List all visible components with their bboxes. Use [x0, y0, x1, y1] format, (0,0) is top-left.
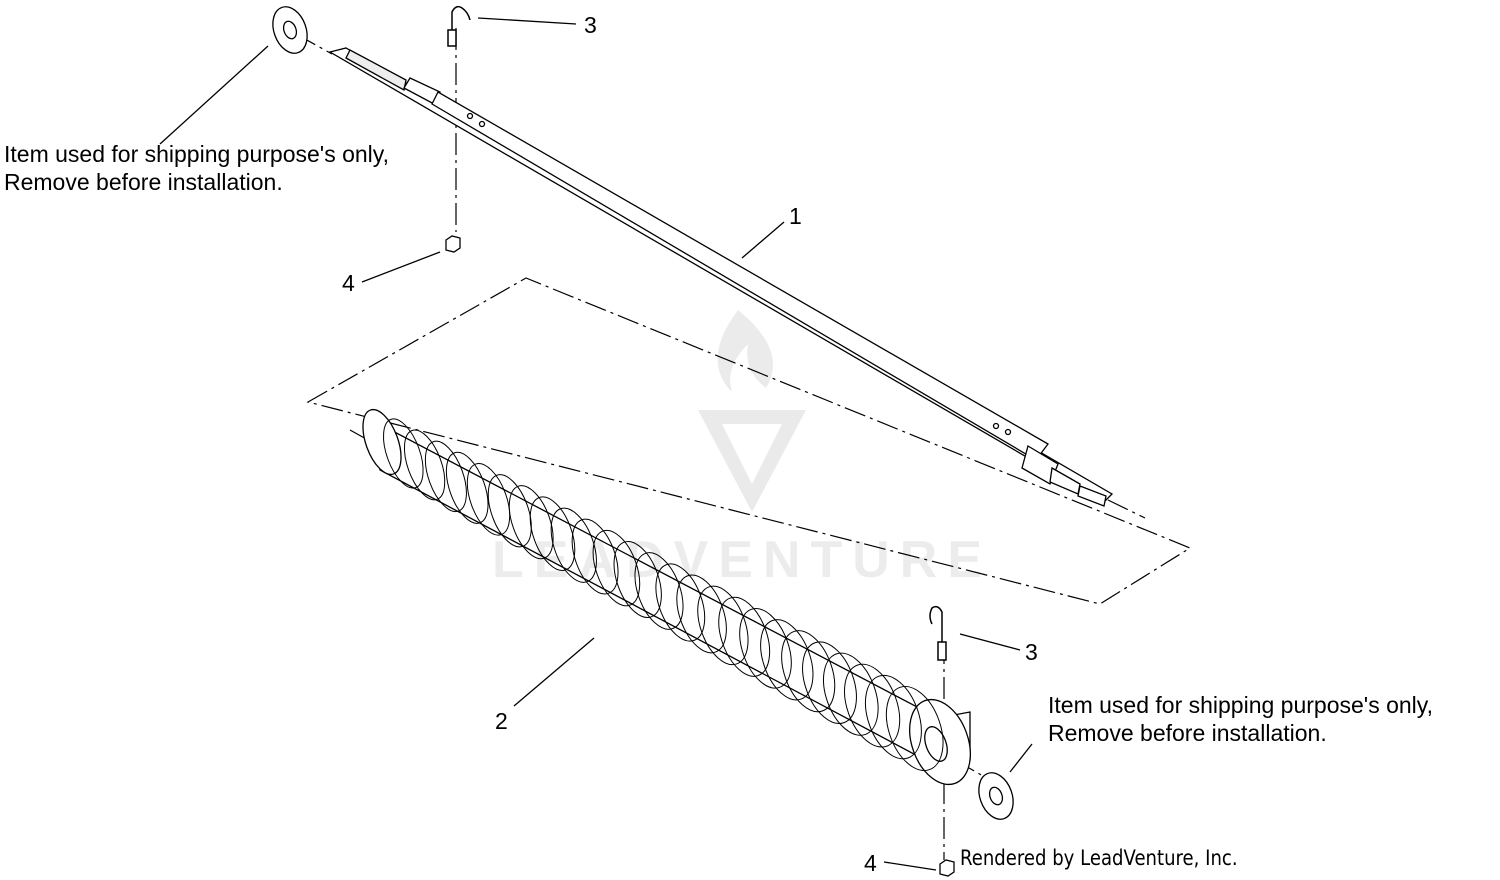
hook-part-bottom	[929, 605, 947, 661]
roller-ridge	[550, 507, 597, 583]
roller-ridge	[613, 541, 662, 618]
roller-ridge	[739, 608, 792, 689]
washer-part-top	[272, 6, 308, 54]
callout-nut-top: 4	[342, 270, 355, 296]
roller-ridge	[885, 686, 944, 771]
roller-ridge	[718, 596, 771, 677]
callout-shaft: 1	[789, 203, 802, 229]
nut-part-top	[445, 235, 461, 253]
roller-ridge	[445, 451, 489, 524]
callout-hook-bottom: 3	[1025, 639, 1038, 665]
shipping-note-bottom-right: Item used for shipping purpose's only, R…	[1048, 691, 1433, 747]
roller-ridge	[383, 418, 424, 489]
roller-ridge	[781, 630, 836, 713]
shipping-note-line1: Item used for shipping purpose's only,	[4, 141, 389, 167]
callout-hook-top: 3	[584, 12, 597, 38]
roller-ridge	[802, 641, 857, 724]
roller-ridge	[403, 429, 446, 501]
shipping-note-line2: Remove before installation.	[4, 169, 283, 195]
leader-lines	[159, 17, 1033, 871]
roller-ridge	[424, 440, 467, 513]
shipping-note-top-left: Item used for shipping purpose's only, R…	[4, 140, 389, 196]
roller-ridge	[571, 518, 619, 595]
roller-ridge	[592, 529, 641, 607]
nut-part-bottom	[939, 859, 955, 877]
callout-roller: 2	[495, 708, 508, 734]
roller-ridge	[823, 652, 879, 736]
roller-ridge	[697, 585, 749, 666]
roller-ridge	[864, 674, 922, 760]
roller-ridges	[383, 418, 944, 771]
roller-ridge	[760, 619, 814, 701]
shaft-part	[328, 47, 1114, 507]
render-credit: Rendered by LeadVenture, Inc.	[960, 846, 1238, 870]
washer-part-bottom	[978, 772, 1014, 820]
roller-ridge	[844, 663, 901, 748]
roller-ridge	[634, 552, 684, 630]
shipping-note-line1: Item used for shipping purpose's only,	[1048, 692, 1433, 718]
hook-part-top	[447, 5, 471, 47]
watermark-text: LEADVENTURE	[492, 531, 993, 589]
watermark-logo	[698, 310, 806, 512]
callout-nut-bottom: 4	[864, 850, 877, 876]
roller-ridge	[529, 496, 576, 571]
shipping-note-line2: Remove before installation.	[1048, 720, 1327, 746]
roller-part	[362, 408, 971, 786]
